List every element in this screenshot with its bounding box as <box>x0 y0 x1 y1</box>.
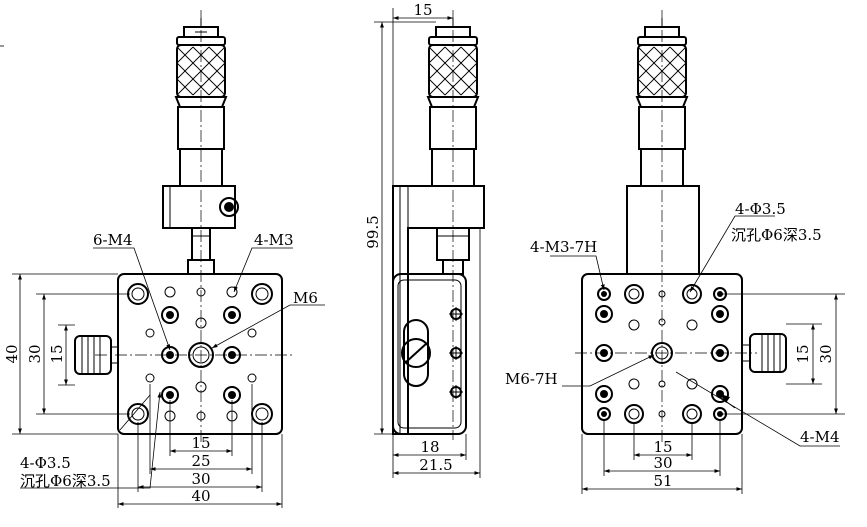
side-view: 15 99.5 18 21.5 <box>364 1 485 478</box>
dim-51-horizontal: 51 <box>653 472 672 490</box>
rear-hole-pattern <box>595 284 729 424</box>
dim-15-vertical: 15 <box>794 344 812 363</box>
dim-30-horizontal: 30 <box>653 454 672 472</box>
callout-m6: M6 <box>293 289 318 307</box>
callout-4-m4: 4-M4 <box>800 428 840 446</box>
dim-99-5-height: 99.5 <box>364 215 382 248</box>
dim-15-horizontal: 15 <box>191 434 210 452</box>
callout-m6-7h: M6-7H <box>505 370 558 388</box>
callout-6-m4: 6-M4 <box>93 231 133 249</box>
callout-counterbore-line1: 4-Φ3.5 <box>735 200 786 218</box>
dim-30-horizontal: 30 <box>191 470 210 488</box>
callout-counterbore-line1: 4-Φ3.5 <box>20 454 71 472</box>
callout-counterbore-line2: 沉孔Φ6深3.5 <box>20 472 111 490</box>
locking-knob <box>74 335 118 375</box>
dim-40-vertical: 40 <box>3 344 21 363</box>
dim-15-top: 15 <box>413 1 432 19</box>
dim-18-bottom: 18 <box>420 438 439 456</box>
dim-30-vertical: 30 <box>26 344 44 363</box>
rear-view: 4-Φ3.5 沉孔Φ6深3.5 4-M3-7H M6-7H 4-M4 15 30… <box>505 10 845 494</box>
dim-15-vertical: 15 <box>48 344 66 363</box>
callout-counterbore-line2: 沉孔Φ6深3.5 <box>731 226 822 244</box>
callout-4-m3: 4-M3 <box>254 231 294 249</box>
dim-25-horizontal: 25 <box>191 452 210 470</box>
front-view: 6-M4 4-M3 M6 4-Φ3.5 沉孔Φ6深3.5 40 30 15 15… <box>3 10 325 508</box>
dim-15-horizontal: 15 <box>653 438 672 456</box>
dim-21-5-bottom: 21.5 <box>419 456 452 474</box>
dim-30-vertical: 30 <box>817 344 835 363</box>
micrometer-thimble <box>176 18 226 98</box>
callout-4-m3-7h: 4-M3-7H <box>530 238 597 256</box>
dim-40-horizontal: 40 <box>191 487 210 505</box>
